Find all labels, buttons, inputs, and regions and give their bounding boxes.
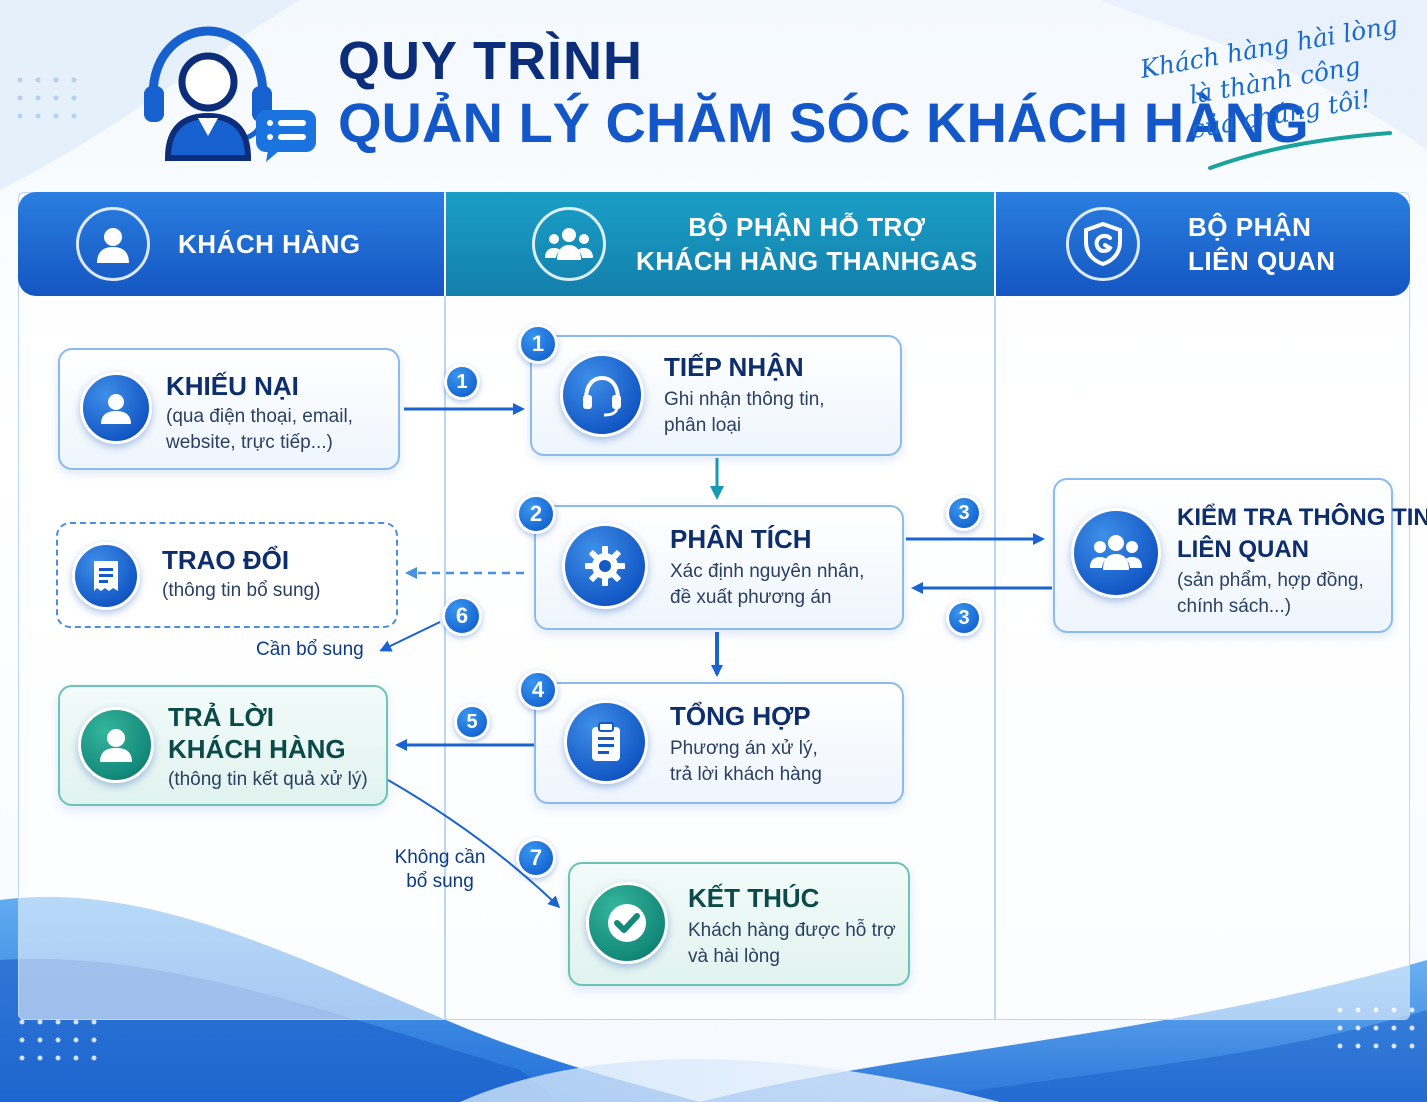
node-desc-line1: (thông tin kết quả xử lý) [168,769,368,790]
node-phan-tich[interactable]: PHÂN TÍCH Xác định nguyên nhân, đề xuất … [534,505,904,630]
edge-badge-3-out: 3 [946,495,982,531]
node-desc-line2: website, trực tiếp...) [166,432,333,453]
node-tiep-nhan[interactable]: TIẾP NHẬN Ghi nhận thông tin, phân loại [530,335,902,456]
node-title: KẾT THÚC [688,883,820,913]
node-title-line2: LIÊN QUAN [1177,536,1309,563]
check-icon [586,882,668,964]
support-agent-icon [144,26,316,162]
group-icon [532,207,606,281]
node-title-line1: KIỂM TRA THÔNG TIN [1177,504,1427,531]
edge-badge-3-back: 3 [946,600,982,636]
node-desc-line1: (qua điện thoại, email, [166,406,353,427]
note-can-bo-sung: Cần bổ sung [256,639,364,660]
lane-header-related: BỘ PHẬN LIÊN QUAN [996,192,1410,296]
node-title: TRAO ĐỔI [162,545,290,575]
node-kiem-tra[interactable]: KIỂM TRA THÔNG TIN LIÊN QUAN (sản phẩm, … [1053,478,1427,633]
node-tong-hop[interactable]: TỔNG HỢP Phương án xử lý, trả lời khách … [534,682,904,804]
edge-badge-1: 1 [444,364,480,400]
step-badge-1: 1 [518,324,558,364]
edge-badge-5: 5 [454,704,490,740]
slogan-underline [1208,131,1392,170]
node-khieu-nai[interactable]: KHIẾU NẠI (qua điện thoại, email, websit… [58,348,400,470]
node-title-line2: KHÁCH HÀNG [168,734,346,764]
gear-icon [562,523,648,609]
lane-label-support-line1: BỘ PHẬN HỖ TRỢ [688,212,926,242]
user-icon [78,707,154,783]
group-icon [1071,508,1161,598]
node-desc-line2: đề xuất phương án [670,587,832,608]
lane-label-support: BỘ PHẬN HỖ TRỢ KHÁCH HÀNG THANHGAS [636,210,978,278]
node-desc-line1: (thông tin bổ sung) [162,580,321,601]
node-desc-line1: Xác định nguyên nhân, [670,561,865,582]
node-desc-line1: (sản phẩm, hợp đồng, [1177,570,1364,591]
headset-icon [560,353,644,437]
edge-badge-6: 6 [442,596,482,636]
lane-label-support-line2: KHÁCH HÀNG THANHGAS [636,246,978,276]
lane-header-customer: KHÁCH HÀNG [18,192,444,296]
clipboard-icon [564,700,648,784]
node-desc-line2: phân loại [664,415,742,436]
node-desc-line1: Ghi nhận thông tin, [664,389,825,410]
node-desc-line2: chính sách...) [1177,596,1292,617]
node-trao-doi[interactable]: TRAO ĐỔI (thông tin bổ sung) [56,522,398,628]
shield-icon [1066,207,1140,281]
lane-label-related: BỘ PHẬN LIÊN QUAN [1188,210,1336,278]
step-badge-2: 2 [516,494,556,534]
lane-divider-2 [994,296,996,1020]
page-title-line2: QUẢN LÝ CHĂM SÓC KHÁCH HÀNG [338,91,1309,154]
edge-badge-7: 7 [516,838,556,878]
page-title-line1: QUY TRÌNH [338,31,644,91]
user-icon [80,372,152,444]
lane-divider-1 [444,296,446,1020]
user-icon [76,207,150,281]
lane-label-related-line2: LIÊN QUAN [1188,246,1336,276]
node-desc-line1: Khách hàng được hỗ trợ [688,920,896,941]
node-title: KHIẾU NẠI [166,371,299,401]
node-ket-thuc[interactable]: KẾT THÚC Khách hàng được hỗ trợ và hài l… [568,862,910,986]
node-desc-line1: Phương án xử lý, [670,738,818,759]
lane-header-support: BỘ PHẬN HỖ TRỢ KHÁCH HÀNG THANHGAS [446,192,994,296]
step-badge-4: 4 [518,670,558,710]
lane-label-related-line1: BỘ PHẬN [1188,212,1312,242]
node-title: TIẾP NHẬN [664,352,804,382]
lane-label-customer: KHÁCH HÀNG [178,229,361,259]
note-khong-can-bo-sung: Không cần bổ sung [390,846,490,894]
node-desc-line2: và hài lòng [688,946,780,967]
node-title-line1: TRẢ LỜI [168,702,274,732]
node-title: TỔNG HỢP [670,701,811,731]
node-desc-line2: trả lời khách hàng [670,764,822,785]
node-tra-loi[interactable]: TRẢ LỜI KHÁCH HÀNG (thông tin kết quả xử… [58,685,388,806]
note-khong-can-line2: bổ sung [406,871,474,892]
document-icon [72,542,140,610]
node-title: PHÂN TÍCH [670,524,812,554]
note-khong-can-line1: Không cần [394,847,486,868]
